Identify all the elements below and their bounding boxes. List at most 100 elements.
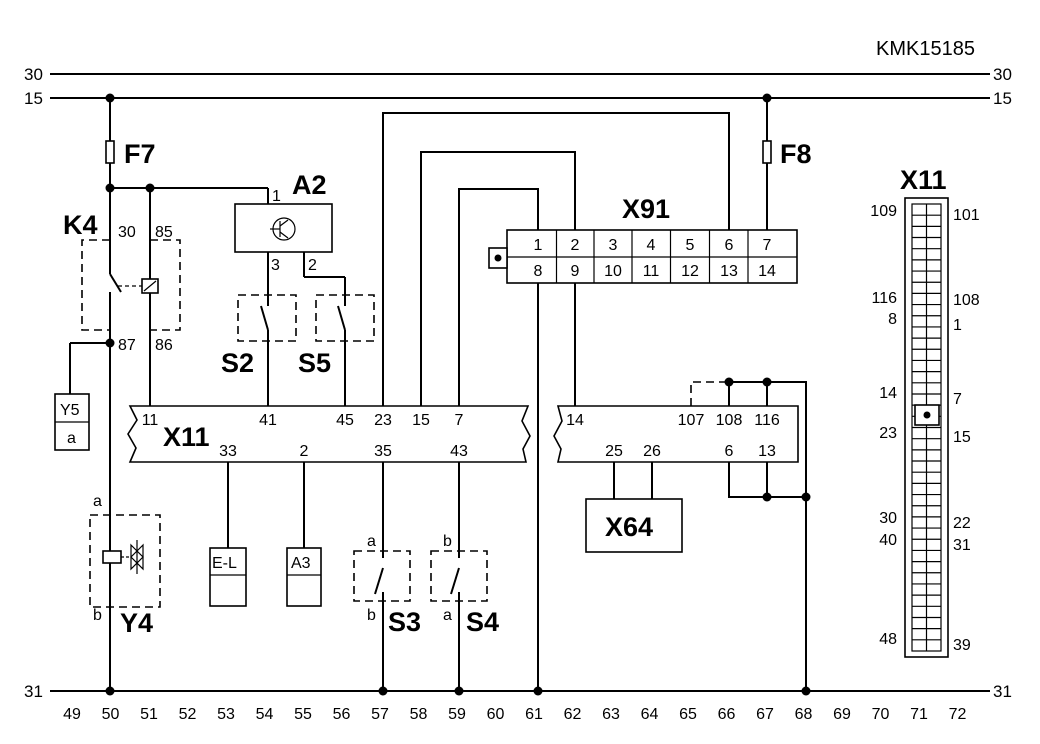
- x11-pin: 35: [374, 443, 392, 460]
- grid-number: 54: [256, 706, 274, 723]
- x11-block-label-right: 7: [953, 391, 962, 408]
- fuse-f7: F7: [105, 139, 156, 169]
- x11-block-label-left: 48: [879, 631, 897, 648]
- x11-pin: 11: [142, 412, 159, 429]
- x91-pin: 3: [609, 237, 618, 254]
- y4-pin-b: b: [93, 607, 102, 624]
- a2-label: A2: [292, 170, 327, 200]
- grid-number: 64: [641, 706, 659, 723]
- x11-pin: 15: [412, 412, 430, 429]
- y5-label: Y5: [60, 402, 80, 419]
- k4-pin-87: 87: [118, 337, 136, 354]
- a3-label: A3: [291, 555, 311, 572]
- grid-number: 62: [564, 706, 582, 723]
- grid-number: 67: [756, 706, 774, 723]
- grid-number: 72: [949, 706, 967, 723]
- x11-pin: 2: [300, 443, 309, 460]
- switch-s2: S2: [221, 294, 297, 378]
- x91-pin: 5: [686, 237, 695, 254]
- switch-s4: b a S4: [430, 533, 499, 637]
- y4-valve: a b Y4: [89, 493, 161, 638]
- s3-label: S3: [388, 607, 421, 637]
- x91-pin: 1: [534, 237, 543, 254]
- x11-pin: 45: [336, 412, 354, 429]
- grid-number: 71: [910, 706, 928, 723]
- fuse-f7-label: F7: [124, 139, 156, 169]
- x11-pin: 41: [259, 412, 277, 429]
- y4-pin-a: a: [93, 493, 102, 510]
- x91-pin: 13: [720, 263, 738, 280]
- x91-pin: 8: [534, 263, 543, 280]
- x91-pin: 4: [647, 237, 656, 254]
- x11-pin: 7: [455, 412, 464, 429]
- x11-block-label-left: 109: [870, 203, 897, 220]
- x11-block-label-left: 30: [879, 510, 897, 527]
- x11-harness-left: X11 11 41 45 23 15 7 33 2 35 43: [127, 405, 531, 463]
- grid-number: 50: [102, 706, 120, 723]
- x11-pin: 25: [605, 443, 623, 460]
- x11-pin: 14: [566, 412, 584, 429]
- a2-module: A2 1 3 2: [234, 170, 333, 274]
- grid-number: 49: [63, 706, 81, 723]
- x11-pin: 33: [219, 443, 237, 460]
- x11-block-label-right: 39: [953, 637, 971, 654]
- x11-pin: 23: [374, 412, 392, 429]
- y4-label: Y4: [120, 608, 153, 638]
- x64-module: X64: [585, 498, 683, 553]
- x91-pin: 2: [571, 237, 580, 254]
- x91-pin: 7: [763, 237, 772, 254]
- grid-number: 65: [679, 706, 697, 723]
- a2-pin-1: 1: [272, 188, 281, 205]
- x11-block-label-right: 22: [953, 515, 971, 532]
- rail-15-left: 15: [24, 89, 43, 108]
- s2-label: S2: [221, 348, 254, 378]
- x11-pin: 43: [450, 443, 468, 460]
- x11-pin: 6: [725, 443, 734, 460]
- x11-block-label-left: 23: [879, 425, 897, 442]
- x91-pin: 14: [758, 263, 776, 280]
- k4-pin-85: 85: [155, 224, 173, 241]
- x11-block-label-left: 14: [879, 385, 897, 402]
- fuse-f8-label: F8: [780, 139, 812, 169]
- x91-pin: 6: [725, 237, 734, 254]
- k4-pin-86: 86: [155, 337, 173, 354]
- grid-number: 69: [833, 706, 851, 723]
- switch-s3: a b S3: [353, 533, 421, 637]
- k4-pin-30: 30: [118, 224, 136, 241]
- x11-pin: 26: [643, 443, 661, 460]
- rail-31-left: 31: [24, 682, 43, 701]
- s4-label: S4: [466, 607, 499, 637]
- a3-component: A3: [286, 547, 322, 607]
- s4-pin-b: b: [443, 533, 452, 550]
- x11-harness-label: X11: [163, 422, 210, 452]
- x11-block-label-left: 40: [879, 532, 897, 549]
- rails: 30 15 31 30 15 31: [24, 65, 1012, 701]
- x11-block-label-left: 8: [888, 311, 897, 328]
- x91-label: X91: [622, 194, 670, 224]
- grid-number: 70: [872, 706, 890, 723]
- grid-number: 63: [602, 706, 620, 723]
- grid-number: 60: [487, 706, 505, 723]
- drawing-id: KMK15185: [876, 38, 975, 60]
- grid-number: 58: [410, 706, 428, 723]
- x91-pin: 10: [604, 263, 622, 280]
- y5-pin: a: [67, 430, 76, 447]
- a2-pin-2: 2: [308, 257, 317, 274]
- rail-31-right: 31: [993, 682, 1012, 701]
- e-l-component: E-L: [209, 547, 247, 607]
- k4-relay: K4 30 85 87 86: [63, 210, 181, 354]
- x64-label: X64: [605, 512, 653, 542]
- x11-pin: 108: [716, 412, 743, 429]
- e-l-label: E-L: [212, 555, 237, 572]
- grid-number: 68: [795, 706, 813, 723]
- grid-number: 59: [448, 706, 466, 723]
- grid-number: 57: [371, 706, 389, 723]
- wires: [69, 98, 807, 691]
- x11-block-label-right: 15: [953, 429, 971, 446]
- x11-block-label-left: 116: [871, 290, 897, 307]
- rail-15-right: 15: [993, 89, 1012, 108]
- y5-component: Y5 a: [54, 393, 90, 451]
